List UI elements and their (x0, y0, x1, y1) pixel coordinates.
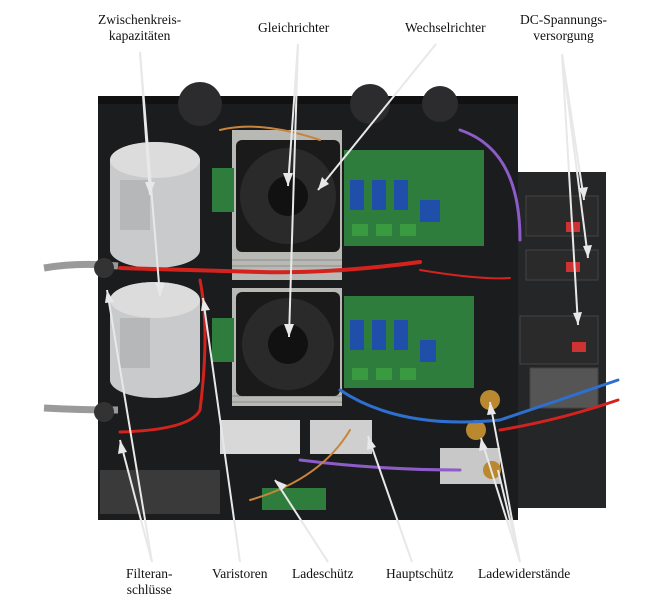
label-hauptschuetz: Hauptschütz (386, 566, 454, 581)
relay-icon (350, 180, 440, 362)
label-ladeschuetz: Ladeschütz (292, 566, 354, 581)
capacitor-icon (110, 142, 200, 268)
label-wechselrichter: Wechselrichter (405, 20, 486, 35)
label-gleichrichter: Gleichrichter (258, 20, 330, 35)
fan-icon (236, 140, 340, 252)
annotation-arrows (106, 43, 589, 563)
fan-icon (236, 292, 340, 396)
label-filteranschluesse: Filteran- schlüsse (126, 566, 173, 597)
capacitor-icon (110, 282, 200, 398)
power-supply-icon (519, 195, 599, 409)
label-zwischenkreiskapazitaeten: Zwischenkreis- kapazitäten (98, 12, 182, 43)
wiring (118, 125, 620, 501)
top-fans (178, 82, 458, 126)
label-ladewiderstaende: Ladewiderstände (478, 566, 571, 581)
ladeschuetz-part (220, 420, 300, 454)
hauptschuetz-part (310, 420, 372, 454)
label-dc-spannungsversorgung: DC-Spannungs- versorgung (520, 12, 607, 43)
label-varistoren: Varistoren (212, 566, 268, 581)
